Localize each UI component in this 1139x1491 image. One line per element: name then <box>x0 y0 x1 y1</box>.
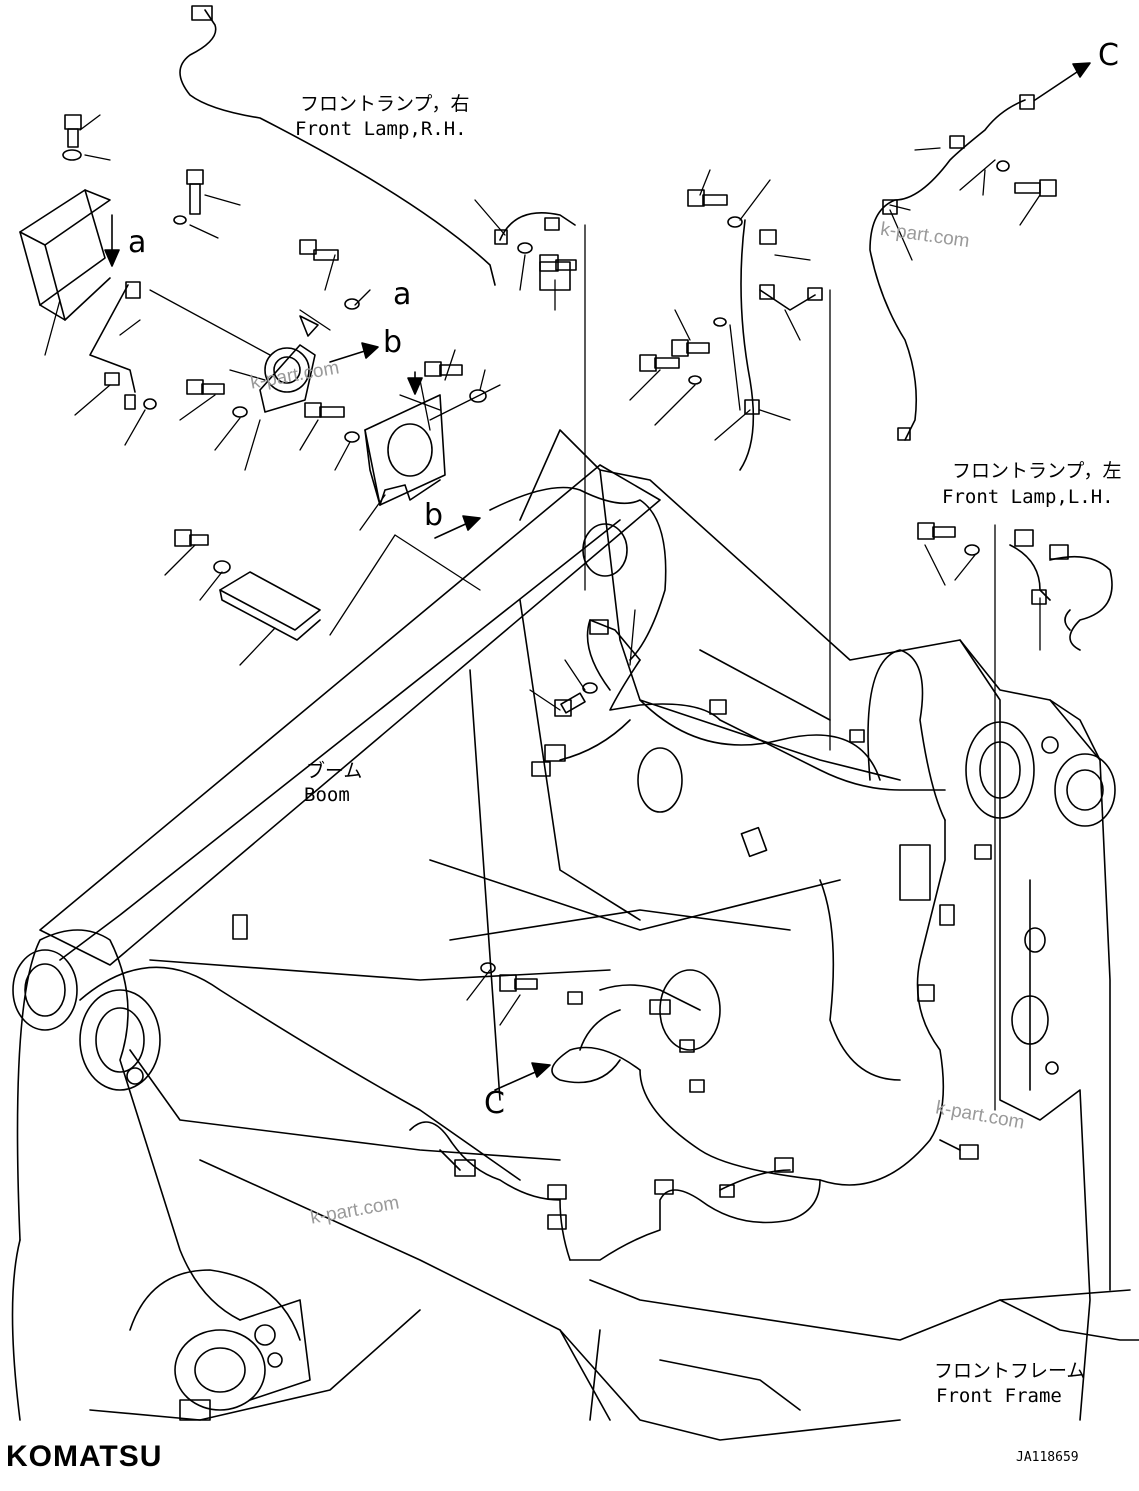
view-marker-c-top: C <box>1098 38 1119 73</box>
leader-lines <box>44 114 1041 1111</box>
front-lamp-lh-label-en: Front Lamp,L.H. <box>942 486 1114 508</box>
sensor-bracket <box>364 394 446 506</box>
wire-harness-lh-lamp <box>869 94 1113 651</box>
front-lamp-lh-label-jp: フロントランプ，左 <box>952 460 1122 482</box>
frame-pin-right <box>965 721 1116 1075</box>
drawing-code: JA118659 <box>1016 1450 1079 1465</box>
view-arrows <box>104 62 1091 1091</box>
connectors <box>454 619 992 1230</box>
sensor-rod <box>89 281 141 393</box>
boom-cylinder-mount <box>174 1299 311 1421</box>
front-lamp-rh-label-en: Front Lamp,R.H. <box>295 118 467 140</box>
frame-center-structure <box>232 523 841 1051</box>
boom-label-en: Boom <box>304 784 350 806</box>
wire-harness-upper-center <box>739 219 823 471</box>
view-marker-b-upper: b <box>383 325 403 360</box>
view-marker-a-left: a <box>128 225 147 260</box>
front-frame-label-jp: フロントフレーム <box>934 1360 1086 1382</box>
komatsu-logo: KOMATSU <box>6 1440 163 1473</box>
front-lamp-rh-label-jp: フロントランプ，右 <box>300 93 470 115</box>
boom-pin-left <box>12 949 161 1091</box>
boom-label-jp: ブーム <box>306 760 363 782</box>
bolts-upper-center <box>480 160 1057 992</box>
front-frame-label-en: Front Frame <box>936 1385 1062 1407</box>
boom-outline <box>11 464 661 1421</box>
view-marker-b-lower: b <box>424 498 444 533</box>
angle-sensor <box>259 315 319 413</box>
view-marker-a-top: a <box>393 277 412 312</box>
bolts-upper-left <box>62 114 487 574</box>
front-frame-outline <box>519 429 1139 1441</box>
wire-harness-main <box>409 486 961 1261</box>
cover-plate <box>219 571 321 641</box>
guard-plate <box>19 189 111 321</box>
wire-harness-rh-lamp <box>179 5 576 291</box>
view-marker-c-lower: C <box>484 1086 505 1121</box>
